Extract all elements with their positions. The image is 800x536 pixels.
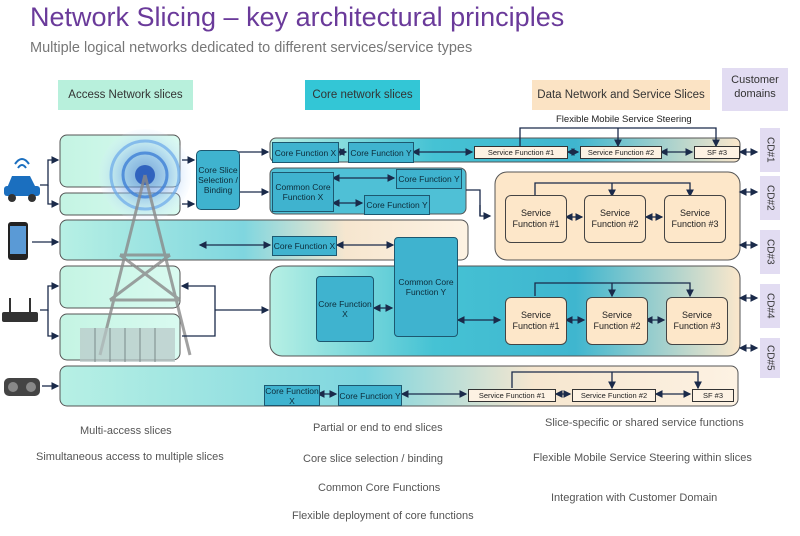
service-function-1-row1: Service Function #1 xyxy=(474,146,568,159)
caption-middle-2: Core slice selection / binding xyxy=(303,453,444,465)
core-function-y-row5: Core Function Y xyxy=(338,385,402,406)
cd2-label: CD#2 xyxy=(760,176,780,220)
caption-right-2: Flexible Mobile Service Steering within … xyxy=(533,452,752,464)
caption-right-3: Integration with Customer Domain xyxy=(551,492,718,504)
core-function-x-row5: Core Function X xyxy=(264,385,320,406)
core-function-y-row2: Core Function Y xyxy=(396,169,462,189)
core-function-x-row3: Core Function X xyxy=(272,236,337,256)
header-access-slices: Access Network slices xyxy=(58,80,193,110)
service-function-2-row5: Service Function #2 xyxy=(572,389,656,402)
cd4-label: CD#4 xyxy=(760,284,780,328)
header-data-slices: Data Network and Service Slices xyxy=(532,80,710,110)
core-function-x-row1: Core Function X xyxy=(272,142,339,163)
caption-middle-1: Partial or end to end slices xyxy=(313,422,443,434)
cd1-label: CD#1 xyxy=(760,128,780,172)
service-function-1-row4: Service Function #1 xyxy=(505,297,567,345)
service-function-3-row5: SF #3 xyxy=(692,389,734,402)
core-function-x-row4: Core Function X xyxy=(316,276,374,342)
service-function-2-row1: Service Function #2 xyxy=(580,146,662,159)
service-function-1-row5: Service Function #1 xyxy=(468,389,556,402)
cd5-label: CD#5 xyxy=(760,338,780,378)
caption-left-2: Simultaneous access to multiple slices xyxy=(36,451,224,463)
caption-middle-3: Common Core Functions xyxy=(318,482,441,494)
page-title: Network Slicing – key architectural prin… xyxy=(30,2,565,32)
caption-right-1: Slice-specific or shared service functio… xyxy=(545,417,744,429)
header-customer-domains: Customer domains xyxy=(722,68,788,111)
service-function-2-row4: Service Function #2 xyxy=(586,297,648,345)
service-function-3-row1: SF #3 xyxy=(694,146,740,159)
caption-middle-4: Flexible deployment of core functions xyxy=(292,510,474,522)
service-function-3-row2: Service Function #3 xyxy=(664,195,726,243)
steering-label: Flexible Mobile Service Steering xyxy=(556,114,692,125)
header-core-slices: Core network slices xyxy=(305,80,420,110)
caption-left-1: Multi-access slices xyxy=(80,425,172,437)
cd3-label: CD#3 xyxy=(760,230,780,274)
service-function-2-row2: Service Function #2 xyxy=(584,195,646,243)
service-function-1-row2: Service Function #1 xyxy=(505,195,567,243)
common-core-function-x-row2: Common Core Function X xyxy=(272,172,334,212)
common-core-function-y: Common Core Function Y xyxy=(394,237,458,337)
core-function-y-row1: Core Function Y xyxy=(348,142,414,163)
page-subtitle: Multiple logical networks dedicated to d… xyxy=(30,40,473,56)
core-slice-selection-box: Core Slice Selection / Binding xyxy=(196,150,240,210)
service-function-3-row4: Service Function #3 xyxy=(666,297,728,345)
core-function-y-row2b: Core Function Y xyxy=(364,195,430,215)
